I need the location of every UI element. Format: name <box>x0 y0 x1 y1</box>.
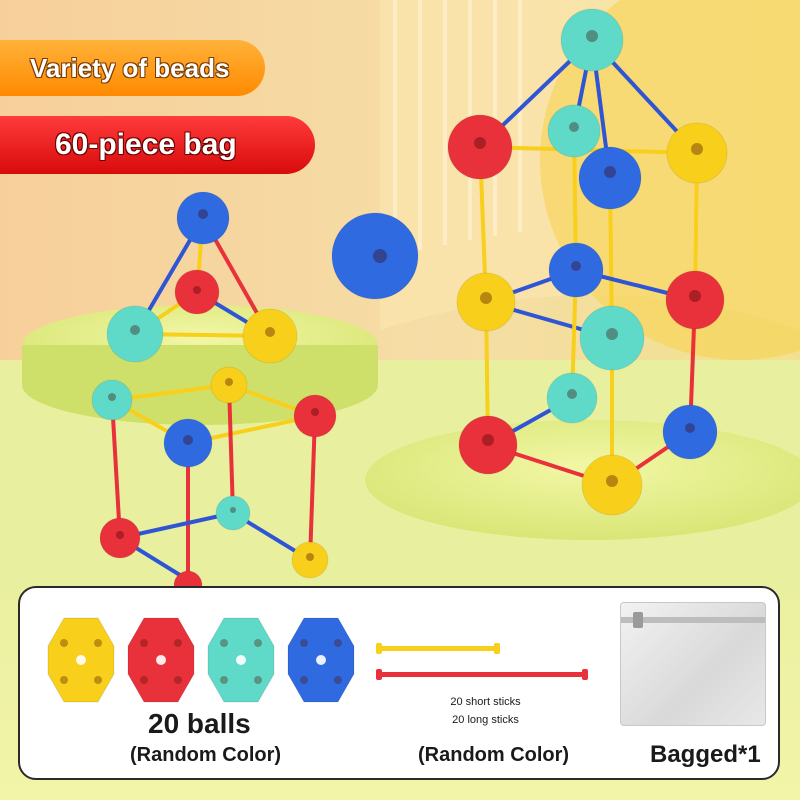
short-stick-icon <box>376 643 500 654</box>
bag-label: Bagged*1 <box>650 741 761 768</box>
short-sticks-label: 20 short sticks <box>450 696 521 708</box>
bag-zipper <box>621 617 765 623</box>
long-stick-icon <box>376 669 588 680</box>
banner-variety-text: Variety of beads <box>30 52 230 83</box>
package-contents-panel: 20 balls (Random Color) 20 short sticks … <box>18 586 780 780</box>
banner-variety: Variety of beads <box>0 40 265 96</box>
banner-bag-count: 60-piece bag <box>0 116 315 174</box>
balls-count-label: 20 balls <box>148 708 251 739</box>
sticks-illustration <box>376 643 588 680</box>
long-sticks-label: 20 long sticks <box>452 714 519 726</box>
sticks-color-note: (Random Color) <box>418 744 570 766</box>
balls-illustration <box>47 617 355 703</box>
bag-zipper-pull <box>633 612 643 628</box>
balls-color-note: (Random Color) <box>130 744 282 766</box>
storage-bag-icon <box>620 602 766 726</box>
bead-balls <box>91 8 728 600</box>
banner-bag-count-text: 60-piece bag <box>55 128 237 161</box>
